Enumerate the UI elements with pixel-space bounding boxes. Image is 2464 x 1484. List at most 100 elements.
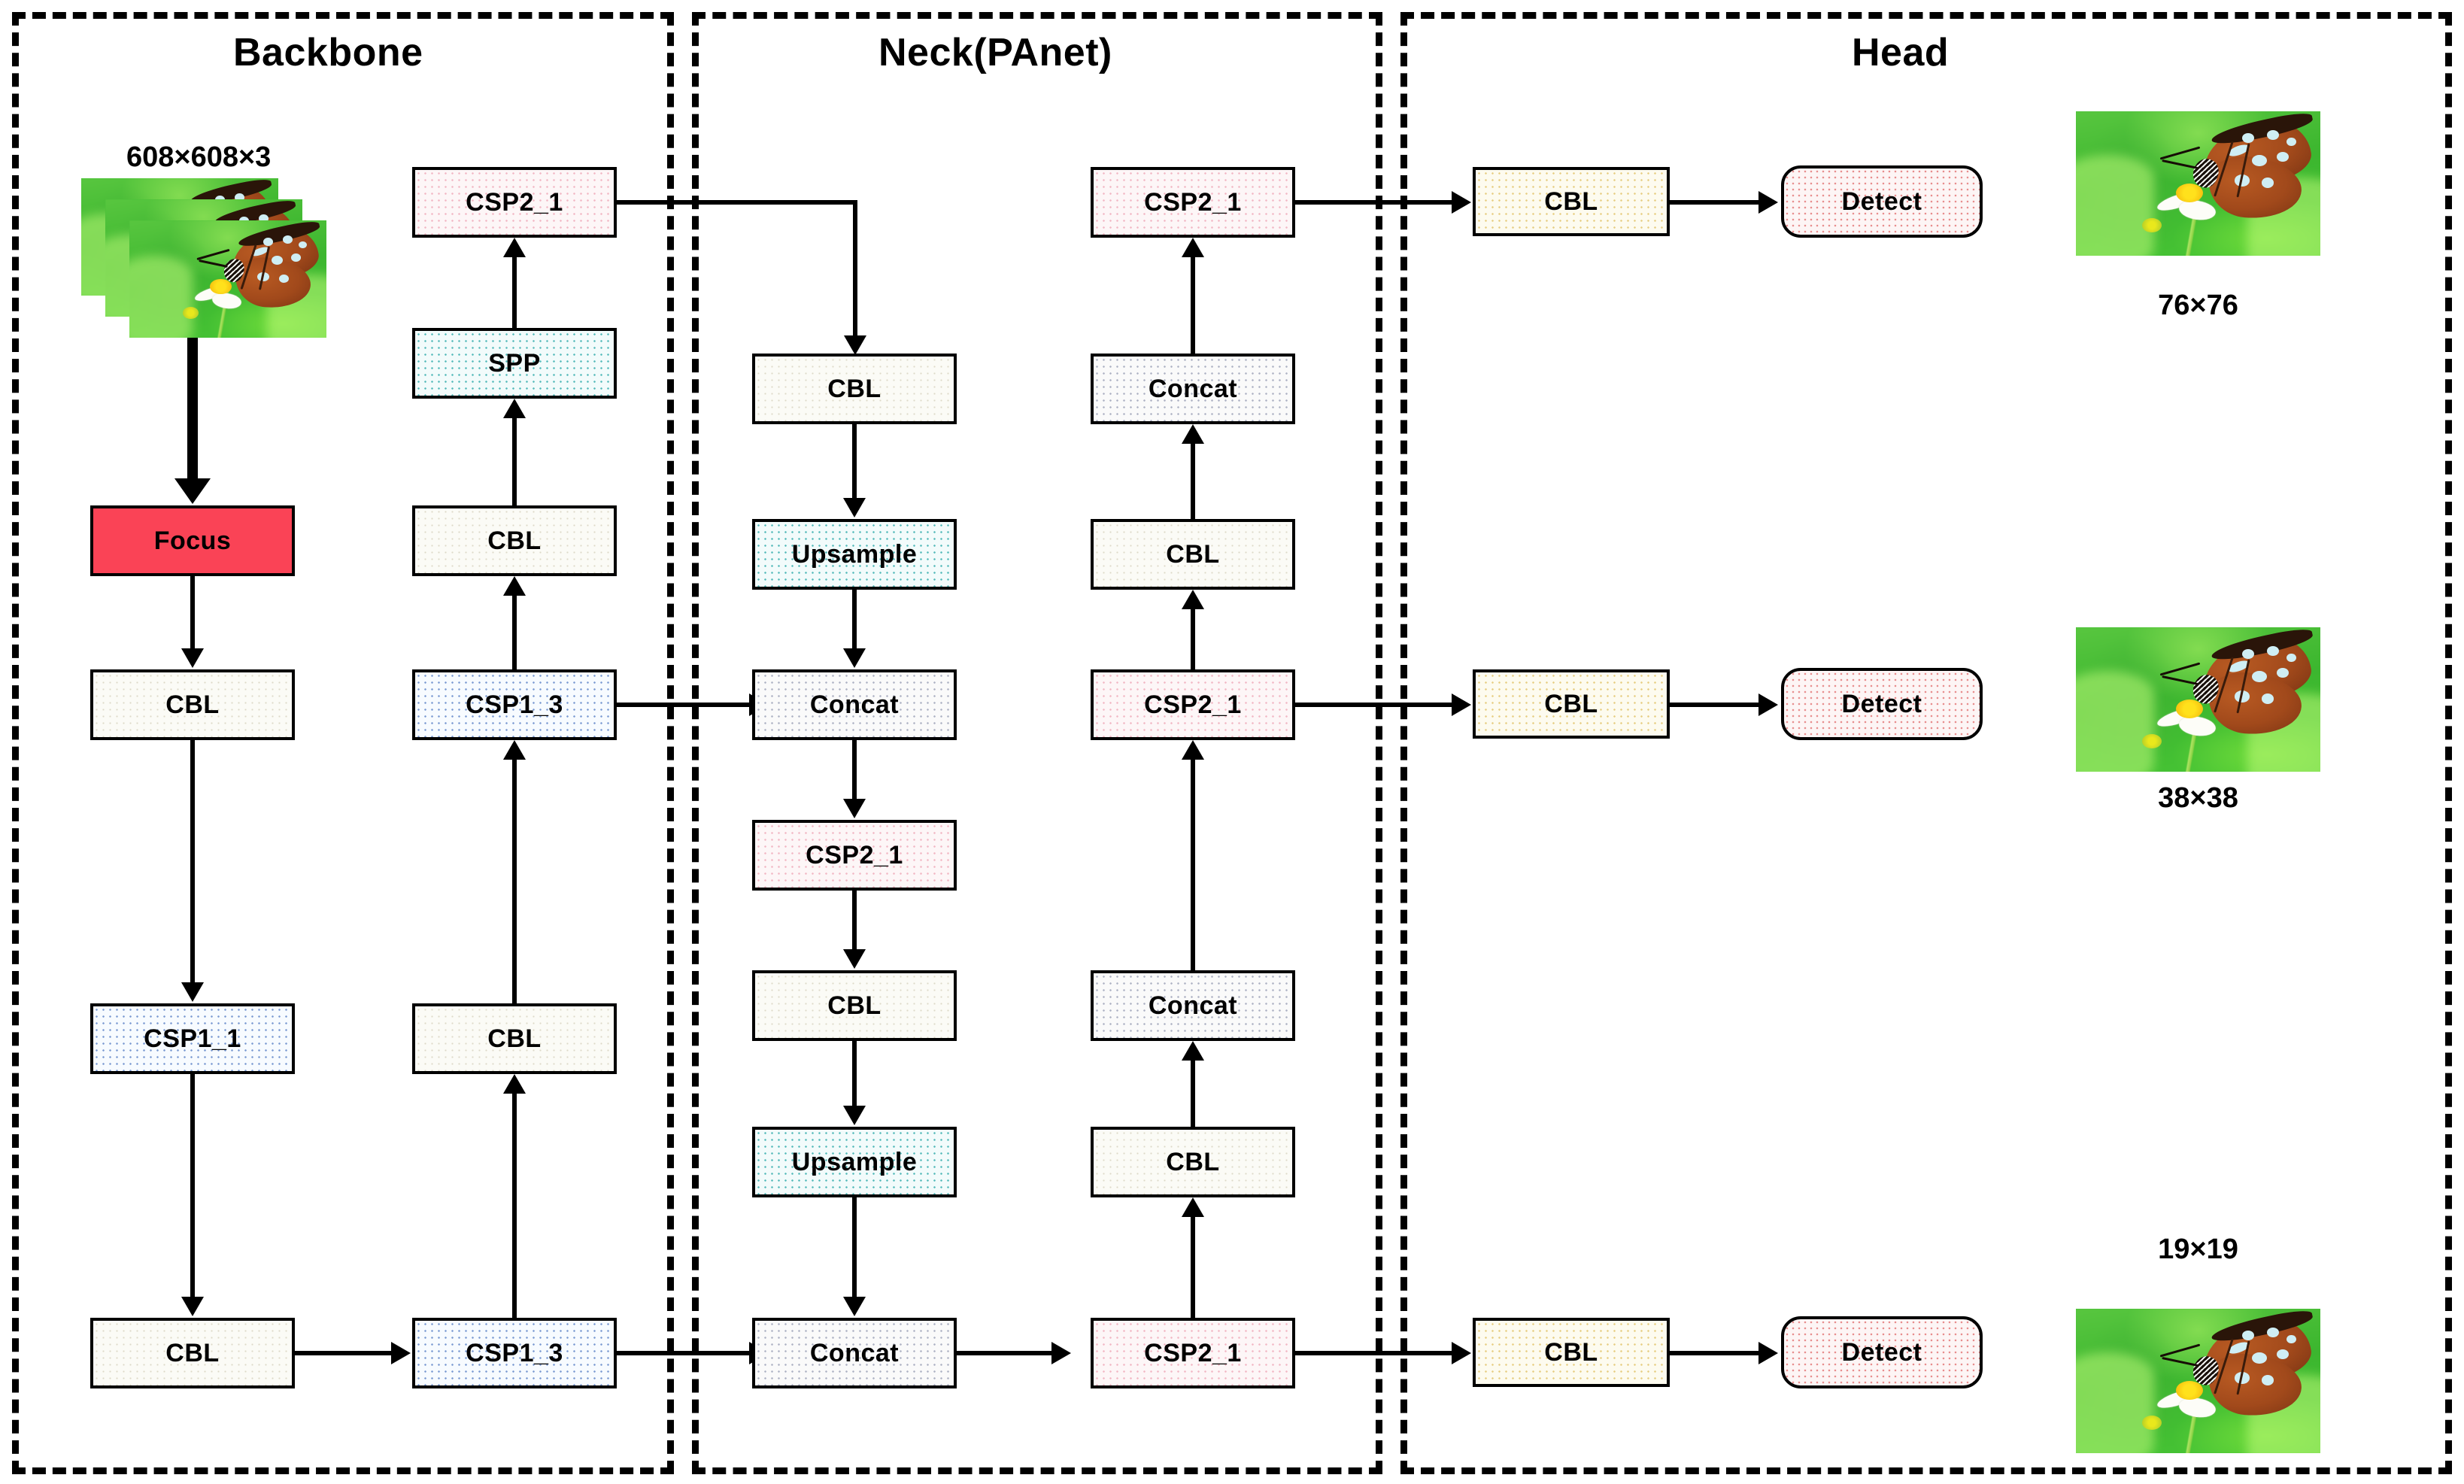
neck-node-csp2-1-a[interactable]: CSP2_1 (752, 820, 957, 891)
arrow-cbl1-to-csp11 (181, 982, 204, 1002)
conn-csp13up-to-neckconcat (617, 703, 751, 707)
backbone-title: Backbone (233, 31, 423, 74)
conn-csp21top-right (617, 200, 857, 205)
backbone-node-focus[interactable]: Focus (90, 505, 295, 576)
arrow-neckcbl2-to-ups2 (843, 1106, 866, 1125)
neck-node-concat-3[interactable]: Concat (1091, 354, 1295, 424)
input-to-focus-arrow (174, 478, 211, 504)
conn-concat1-to-csp21a (852, 740, 857, 800)
conn-cbl1-to-csp11 (190, 740, 195, 984)
output-size-label-76: 76×76 (2158, 290, 2238, 321)
arrow-neckcsp21top-to-headcbl1 (1452, 191, 1471, 214)
arrow-concat3-to-csp21top (1182, 238, 1204, 257)
input-image-front (129, 220, 326, 338)
neck-node-csp2-1-mid[interactable]: CSP2_1 (1091, 669, 1295, 740)
output-image-38 (2076, 627, 2320, 772)
head-section-frame (1400, 12, 2452, 1474)
backbone-node-csp1-3-lower[interactable]: CSP1_3 (412, 1318, 617, 1388)
conn-neckcbl1-to-ups1 (852, 424, 857, 499)
neck-node-cbl-4[interactable]: CBL (1091, 1127, 1295, 1197)
arrow-cbl4-to-concat4 (1182, 1041, 1204, 1061)
conn-neckcsp21mid-to-headcbl2 (1295, 703, 1453, 707)
arrow-csp21top-to-neck-cbl (844, 335, 866, 355)
arrow-cbl3-to-spp (503, 399, 526, 418)
arrow-ups2-to-concat2 (843, 1297, 866, 1316)
backbone-node-cbl-2[interactable]: CBL (90, 1318, 295, 1388)
neck-node-concat-4[interactable]: Concat (1091, 970, 1295, 1041)
conn-focus-to-cbl1 (190, 576, 195, 650)
output-image-19 (2076, 1309, 2320, 1453)
backbone-node-csp1-1[interactable]: CSP1_1 (90, 1003, 295, 1074)
neck-title: Neck(PAnet) (878, 31, 1112, 74)
arrow-focus-to-cbl1 (181, 648, 204, 668)
conn-headcbl2-to-detect2 (1670, 703, 1760, 707)
neck-node-concat-1[interactable]: Concat (752, 669, 957, 740)
arrow-neckcsp21bot-to-headcbl3 (1452, 1342, 1471, 1364)
head-node-cbl-3[interactable]: CBL (1473, 1318, 1670, 1387)
conn-cbl3-to-concat3 (1191, 444, 1195, 519)
arrow-csp21bot-to-cbl4 (1182, 1197, 1204, 1217)
arrow-ups1-to-concat1 (843, 648, 866, 668)
neck-node-csp2-1-bottom[interactable]: CSP2_1 (1091, 1318, 1295, 1388)
head-node-cbl-2[interactable]: CBL (1473, 669, 1670, 739)
conn-headcbl1-to-detect1 (1670, 200, 1760, 205)
arrow-csp13low-to-cbl4 (503, 1074, 526, 1094)
conn-concat4-to-csp21mid (1191, 760, 1195, 970)
arrow-concat4-to-csp21mid (1182, 740, 1204, 760)
conn-csp21bot-to-cbl4 (1191, 1217, 1195, 1318)
conn-cbl2-to-csp13low (295, 1351, 393, 1355)
neck-node-upsample-2[interactable]: Upsample (752, 1127, 957, 1197)
neck-section-frame (692, 12, 1382, 1474)
conn-csp13low-to-neckconcat2 (617, 1351, 751, 1355)
conn-ups1-to-concat1 (852, 590, 857, 650)
conn-neckcbl2-to-ups2 (852, 1041, 857, 1107)
neck-node-upsample-1[interactable]: Upsample (752, 519, 957, 590)
arrow-csp11-to-cbl2 (181, 1297, 204, 1316)
backbone-node-csp2-1-top[interactable]: CSP2_1 (412, 167, 617, 238)
backbone-node-spp[interactable]: SPP (412, 328, 617, 399)
conn-neckcsp21top-to-headcbl1 (1295, 200, 1453, 205)
backbone-section-frame (12, 12, 674, 1474)
conn-cbl4-to-csp13up (512, 760, 517, 1003)
conn-neckcsp21bot-to-headcbl3 (1295, 1351, 1453, 1355)
backbone-node-cbl-3[interactable]: CBL (412, 505, 617, 576)
neck-node-csp2-1-top[interactable]: CSP2_1 (1091, 167, 1295, 238)
input-to-focus-line (187, 338, 198, 481)
arrow-headcbl1-to-detect1 (1758, 191, 1778, 214)
arrow-concat1-to-csp21a (843, 799, 866, 818)
neck-node-cbl-2[interactable]: CBL (752, 970, 957, 1041)
backbone-node-cbl-4[interactable]: CBL (412, 1003, 617, 1074)
backbone-node-csp1-3-upper[interactable]: CSP1_3 (412, 669, 617, 740)
output-image-76 (2076, 111, 2320, 256)
input-size-label: 608×608×3 (126, 141, 272, 173)
conn-spp-to-csp21 (512, 257, 517, 328)
conn-concat2-to-csp21bot (957, 1351, 1053, 1355)
neck-node-concat-2[interactable]: Concat (752, 1318, 957, 1388)
conn-cbl3-to-spp (512, 418, 517, 505)
neck-node-cbl-3[interactable]: CBL (1091, 519, 1295, 590)
arrow-neckcsp21mid-to-headcbl2 (1452, 693, 1471, 716)
head-node-detect-3[interactable]: Detect (1781, 1316, 1983, 1388)
neck-node-cbl-1[interactable]: CBL (752, 354, 957, 424)
backbone-node-cbl-1[interactable]: CBL (90, 669, 295, 740)
head-node-detect-2[interactable]: Detect (1781, 668, 1983, 740)
arrow-csp13up-to-cbl3 (503, 576, 526, 596)
output-size-label-19: 19×19 (2158, 1234, 2238, 1265)
conn-concat3-to-csp21top (1191, 257, 1195, 354)
head-title: Head (1852, 31, 1950, 74)
arrow-cbl3-to-concat3 (1182, 424, 1204, 444)
arrow-cbl2-to-csp13low (391, 1342, 411, 1364)
conn-csp21mid-to-cbl3 (1191, 609, 1195, 669)
arrow-headcbl2-to-detect2 (1758, 693, 1778, 716)
arrow-csp21a-to-neckcbl2 (843, 949, 866, 969)
arrow-spp-to-csp21 (503, 238, 526, 257)
arrow-neckcbl1-to-ups1 (843, 498, 866, 517)
conn-csp21a-to-neckcbl2 (852, 891, 857, 951)
conn-ups2-to-concat2 (852, 1197, 857, 1298)
output-size-label-38: 38×38 (2158, 782, 2238, 814)
conn-cbl4-to-concat4 (1191, 1061, 1195, 1127)
conn-csp21top-down (853, 200, 857, 337)
head-node-cbl-1[interactable]: CBL (1473, 167, 1670, 236)
head-node-detect-1[interactable]: Detect (1781, 165, 1983, 238)
conn-csp13up-to-cbl3 (512, 596, 517, 669)
